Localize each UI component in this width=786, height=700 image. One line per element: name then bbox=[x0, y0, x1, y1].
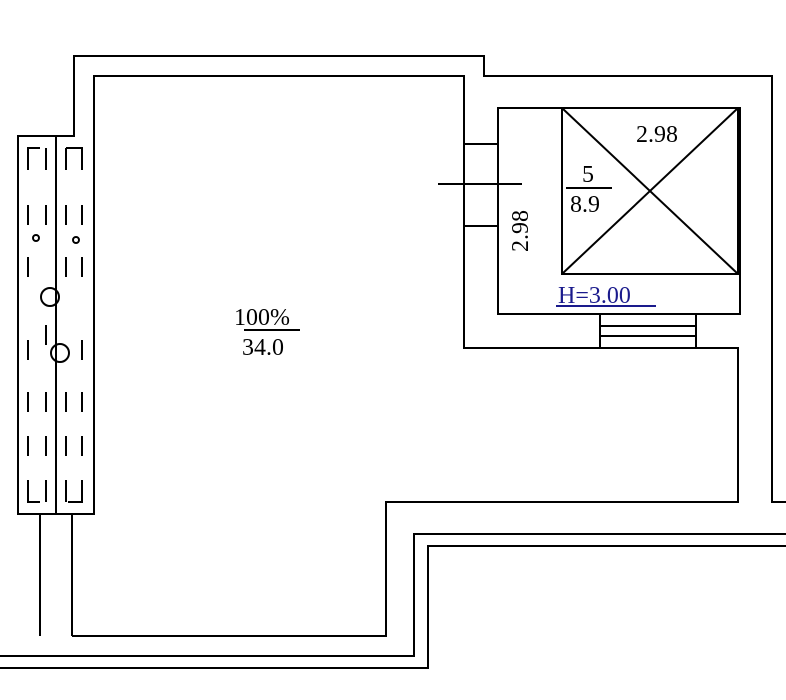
balcony-column bbox=[18, 136, 95, 515]
elevator-fraction-bottom: 8.9 bbox=[570, 192, 600, 218]
outer-terrace-lines bbox=[0, 533, 786, 669]
elevator-block bbox=[438, 107, 741, 349]
elevator-shaft-side: 2.98 bbox=[636, 122, 678, 148]
elevator-height-label[interactable]: H=3.00 bbox=[558, 283, 631, 309]
main-room-inner-wall bbox=[71, 75, 739, 637]
main-room-percent: 100% bbox=[234, 305, 290, 331]
elevator-shaft-depth: 2.98 bbox=[508, 210, 534, 252]
main-room-area: 34.0 bbox=[242, 335, 284, 361]
elevator-fraction-top: 5 bbox=[582, 162, 594, 188]
